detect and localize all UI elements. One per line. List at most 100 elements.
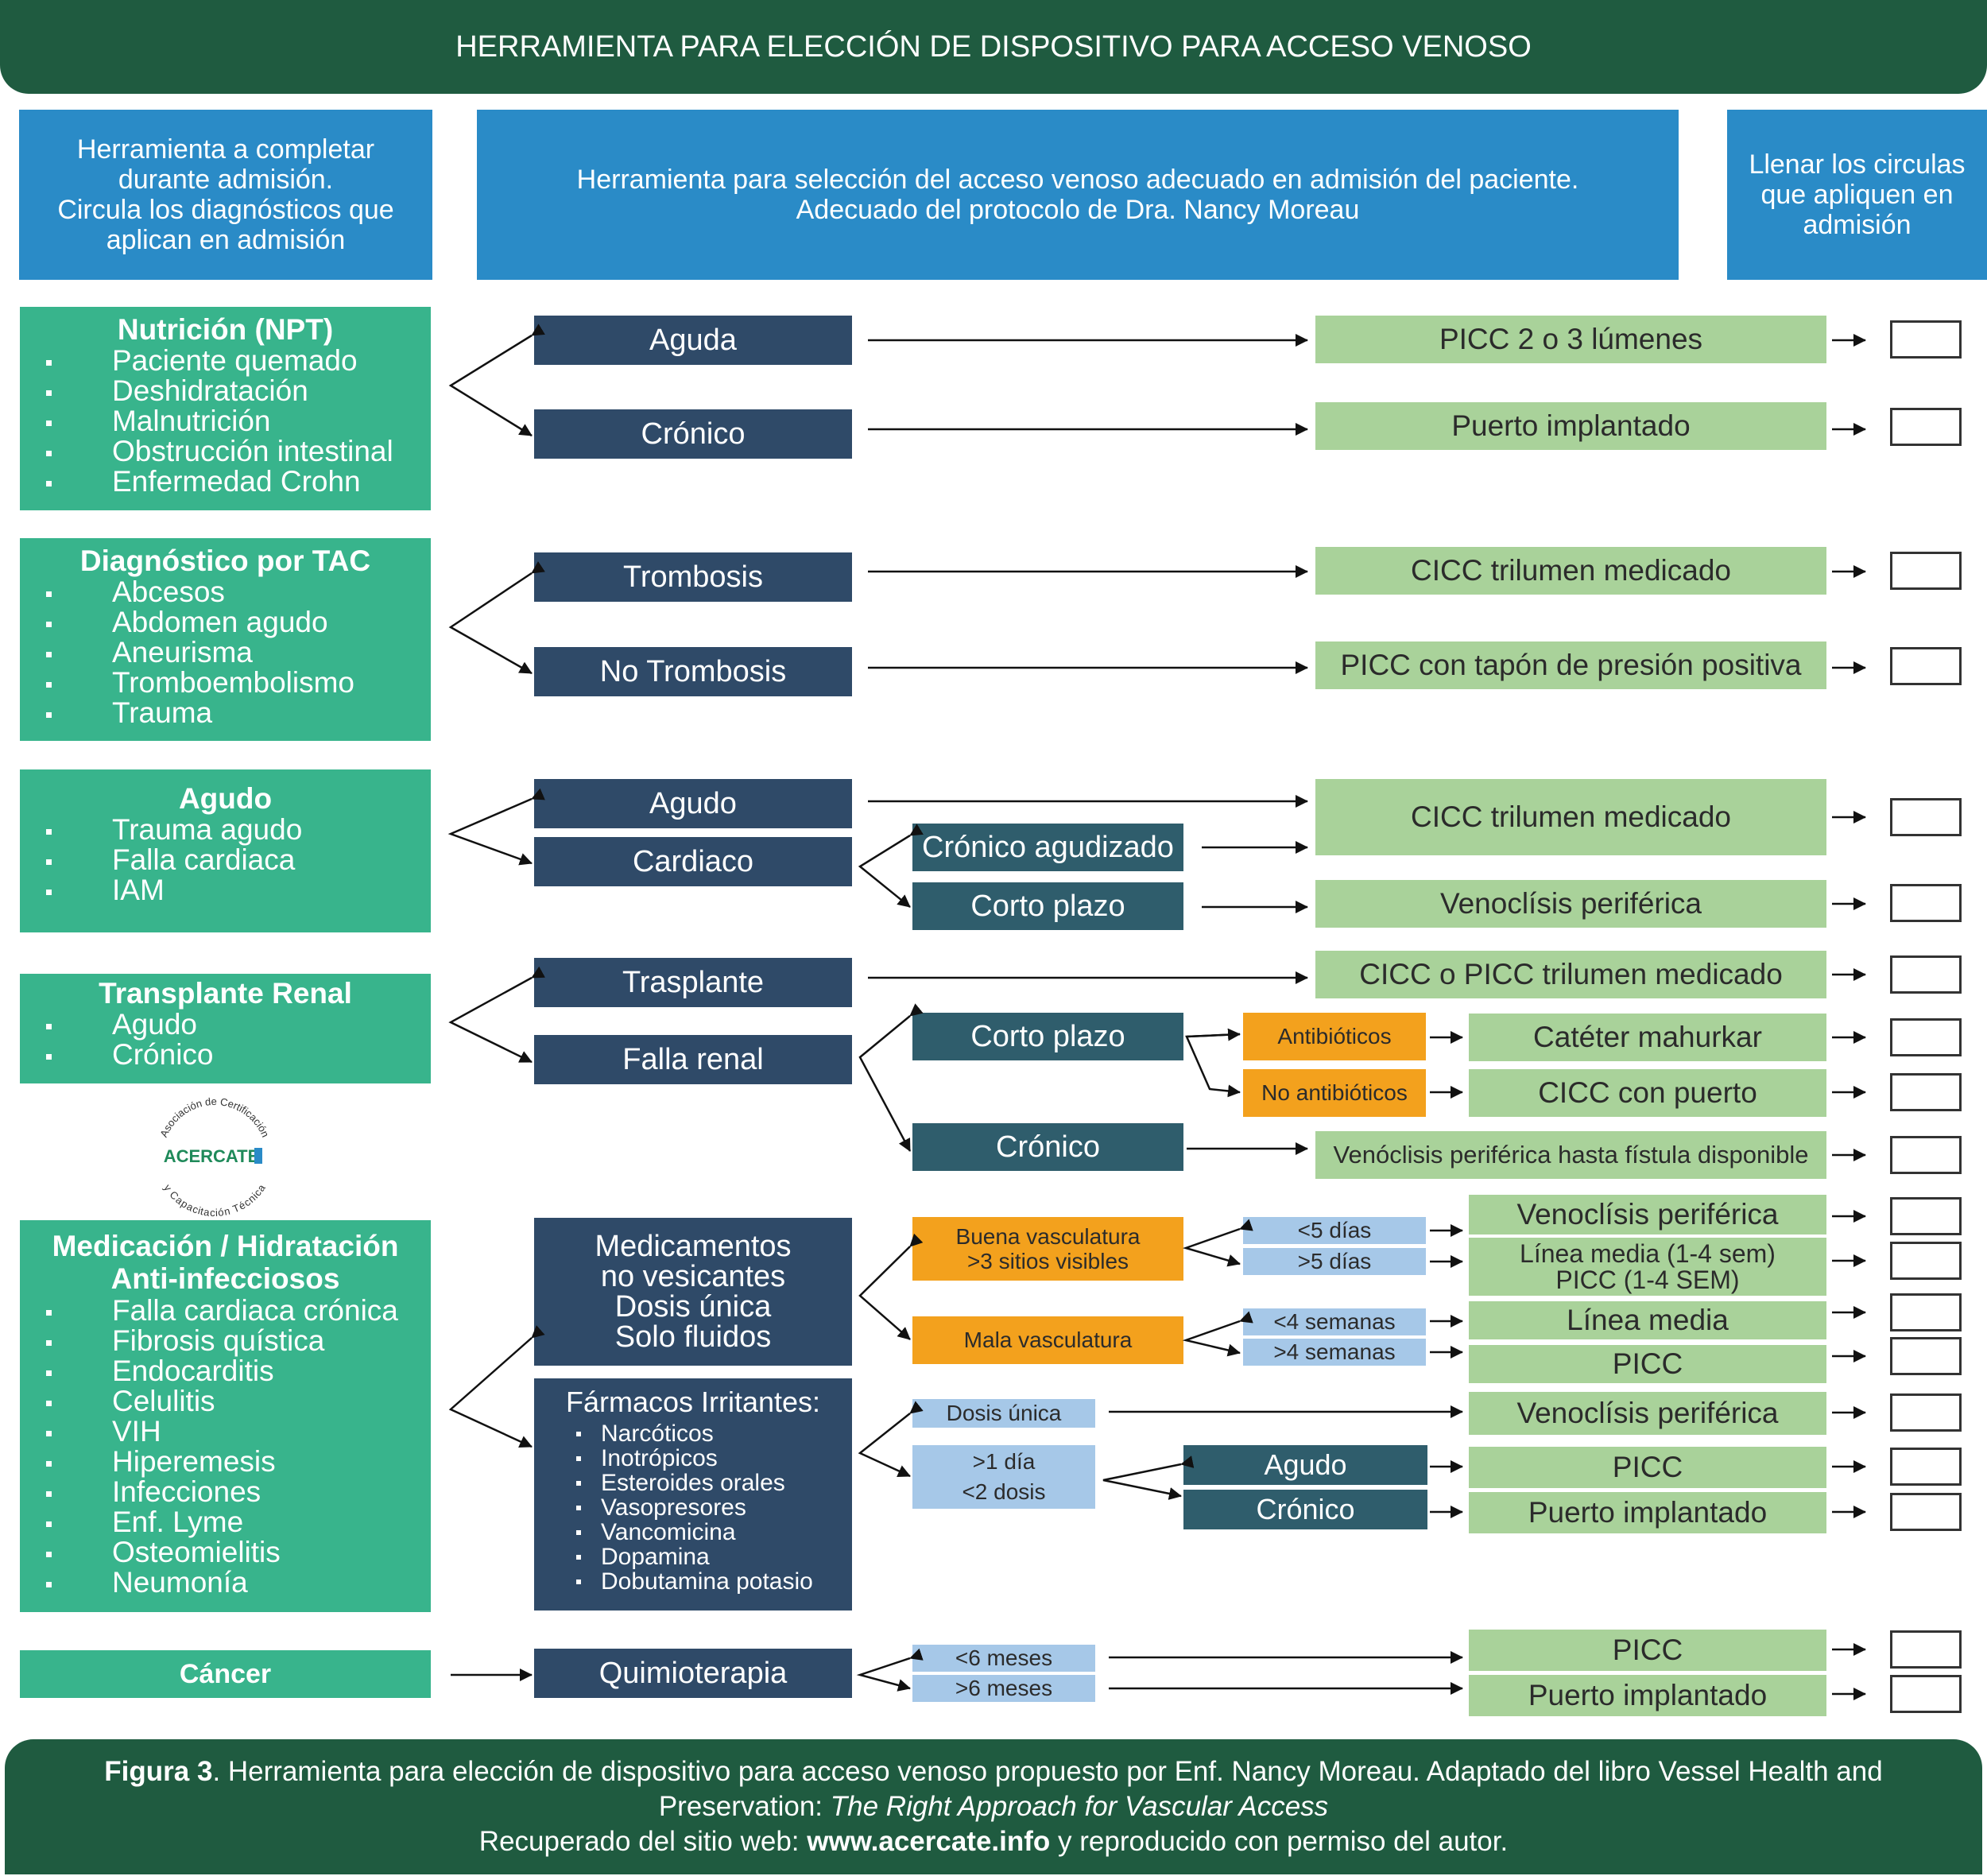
diagnosis-cancer[interactable]: Cáncer bbox=[20, 1650, 431, 1698]
header-right: Llenar los circulas que apliquen en admi… bbox=[1727, 110, 1987, 280]
diagnosis-item[interactable]: Neumonía bbox=[29, 1567, 421, 1598]
diagnosis-item[interactable]: Obstrucción intestinal bbox=[29, 436, 421, 467]
diagnosis-item[interactable]: Aneurisma bbox=[29, 638, 421, 668]
device-label: Venoclísis periférica bbox=[1516, 1198, 1779, 1231]
diagnosis-item[interactable]: Hiperemesis bbox=[29, 1446, 421, 1477]
diagnosis-renal[interactable]: Transplante Renal Agudo Crónico bbox=[20, 974, 431, 1083]
diagnosis-item[interactable]: Paciente quemado bbox=[29, 346, 421, 376]
category-trombosis[interactable]: Trombosis bbox=[534, 552, 852, 602]
category-no-trombosis[interactable]: No Trombosis bbox=[534, 647, 852, 696]
device-puerto-implantado: Puerto implantado bbox=[1315, 402, 1826, 450]
sub-no-antibioticos[interactable]: No antibióticos bbox=[1243, 1069, 1426, 1117]
diagnosis-item[interactable]: Trauma bbox=[29, 698, 421, 728]
diagnosis-item[interactable]: Endocarditis bbox=[29, 1355, 421, 1386]
diagnosis-item[interactable]: Agudo bbox=[29, 1010, 421, 1040]
checkbox-device[interactable] bbox=[1890, 1197, 1962, 1235]
category-cronico[interactable]: Crónico bbox=[534, 409, 852, 459]
category-no-vesicantes[interactable]: Medicamentos no vesicantes Dosis única S… bbox=[534, 1218, 852, 1366]
device-picc-quimio: PICC bbox=[1469, 1630, 1826, 1671]
checkbox-device[interactable] bbox=[1890, 1018, 1962, 1056]
checkbox-device[interactable] bbox=[1890, 1493, 1962, 1531]
website-link[interactable]: www.acercate.info bbox=[807, 1826, 1051, 1857]
sub-mas-5-dias[interactable]: >5 días bbox=[1243, 1248, 1426, 1275]
category-aguda[interactable]: Aguda bbox=[534, 316, 852, 365]
diagnosis-item[interactable]: Fibrosis quística bbox=[29, 1325, 421, 1356]
diagnosis-agudo[interactable]: Agudo Trauma agudo Falla cardiaca IAM bbox=[20, 769, 431, 932]
diagnosis-item[interactable]: Enf. Lyme bbox=[29, 1506, 421, 1537]
checkbox-device[interactable] bbox=[1890, 1337, 1962, 1375]
caption-line-1: Figura 3. Herramienta para elección de d… bbox=[104, 1754, 1882, 1789]
sub-dosis-unica[interactable]: Dosis única bbox=[912, 1399, 1095, 1428]
checkbox-device[interactable] bbox=[1890, 884, 1962, 922]
caption-line-3: Recuperado del sitio web: www.acercate.i… bbox=[479, 1824, 1508, 1859]
diagnosis-item[interactable]: Osteomielitis bbox=[29, 1537, 421, 1568]
diagnosis-item[interactable]: Malnutrición bbox=[29, 406, 421, 436]
checkbox-device[interactable] bbox=[1890, 1293, 1962, 1331]
device-label: PICC (1-4 SEM) bbox=[1555, 1265, 1740, 1294]
checkbox-device[interactable] bbox=[1890, 320, 1962, 359]
irritant-item: Narcóticos bbox=[534, 1421, 852, 1446]
diagnosis-item[interactable]: Abcesos bbox=[29, 577, 421, 607]
checkbox-device[interactable] bbox=[1890, 647, 1962, 685]
caption-text: Preservation: bbox=[658, 1791, 831, 1822]
diagnosis-item[interactable]: Abdomen agudo bbox=[29, 607, 421, 638]
device-puerto-quimio: Puerto implantado bbox=[1469, 1675, 1826, 1716]
sub-mas-6-meses[interactable]: >6 meses bbox=[912, 1675, 1095, 1702]
diagnosis-item[interactable]: Falla cardiaca crónica bbox=[29, 1295, 421, 1326]
checkbox-device[interactable] bbox=[1890, 1242, 1962, 1280]
checkbox-device[interactable] bbox=[1890, 1675, 1962, 1713]
sub-buena-vasculatura[interactable]: Buena vasculatura >3 sitios visibles bbox=[912, 1217, 1183, 1281]
subcategory-label: Crónico bbox=[1256, 1492, 1355, 1525]
checkbox-device[interactable] bbox=[1890, 1630, 1962, 1669]
diagnosis-nutricion[interactable]: Nutrición (NPT) Paciente quemado Deshidr… bbox=[20, 307, 431, 510]
diagnosis-item[interactable]: Celulitis bbox=[29, 1386, 421, 1417]
checkbox-device[interactable] bbox=[1890, 408, 1962, 446]
device-label: PICC con tapón de presión positiva bbox=[1340, 649, 1802, 682]
diagnosis-item[interactable]: Enfermedad Crohn bbox=[29, 467, 421, 497]
sub-cronico-irritantes[interactable]: Crónico bbox=[1183, 1490, 1427, 1529]
category-falla-renal[interactable]: Falla renal bbox=[534, 1035, 852, 1084]
category-trasplante[interactable]: Trasplante bbox=[534, 958, 852, 1007]
device-label: Puerto implantado bbox=[1451, 409, 1691, 443]
sub-mas-1-dia[interactable]: >1 día <2 dosis bbox=[912, 1445, 1095, 1509]
sub-menos-6-meses[interactable]: <6 meses bbox=[912, 1645, 1095, 1672]
sub-corto-plazo-renal[interactable]: Corto plazo bbox=[912, 1013, 1183, 1060]
sub-agudo-irritantes[interactable]: Agudo bbox=[1183, 1445, 1427, 1485]
checkbox-device[interactable] bbox=[1890, 1448, 1962, 1486]
category-agudo[interactable]: Agudo bbox=[534, 779, 852, 828]
diagnosis-item[interactable]: IAM bbox=[29, 875, 421, 905]
sub-antibioticos[interactable]: Antibióticos bbox=[1243, 1013, 1426, 1060]
diagnosis-item[interactable]: Falla cardiaca bbox=[29, 845, 421, 875]
checkbox-device[interactable] bbox=[1890, 955, 1962, 994]
sub-cronico-agudizado[interactable]: Crónico agudizado bbox=[912, 824, 1183, 871]
checkbox-device[interactable] bbox=[1890, 798, 1962, 836]
category-irritantes[interactable]: Fármacos Irritantes: Narcóticos Inotrópi… bbox=[534, 1378, 852, 1610]
device-puerto-cronico: Puerto implantado bbox=[1469, 1492, 1826, 1533]
diagnosis-item[interactable]: Infecciones bbox=[29, 1476, 421, 1507]
sub-mas-4-semanas[interactable]: >4 semanas bbox=[1243, 1339, 1426, 1366]
category-label: Aguda bbox=[649, 323, 737, 357]
diagnosis-item[interactable]: Trauma agudo bbox=[29, 815, 421, 845]
diagnosis-item[interactable]: Deshidratación bbox=[29, 376, 421, 406]
category-quimioterapia[interactable]: Quimioterapia bbox=[534, 1649, 852, 1698]
sub-menos-4-semanas[interactable]: <4 semanas bbox=[1243, 1308, 1426, 1335]
category-label: Trasplante bbox=[622, 965, 765, 999]
sub-corto-plazo-cardiaco[interactable]: Corto plazo bbox=[912, 882, 1183, 930]
diagnosis-title: Diagnóstico por TAC bbox=[79, 545, 371, 577]
checkbox-device[interactable] bbox=[1890, 1393, 1962, 1432]
sub-mala-vasculatura[interactable]: Mala vasculatura bbox=[912, 1316, 1183, 1364]
diagnosis-medicacion[interactable]: Medicación / Hidratación Anti-infeccioso… bbox=[20, 1220, 431, 1612]
device-label: Catéter mahurkar bbox=[1533, 1021, 1762, 1054]
category-cardiaco[interactable]: Cardiaco bbox=[534, 837, 852, 886]
diagnosis-item[interactable]: VIH bbox=[29, 1416, 421, 1447]
checkbox-device[interactable] bbox=[1890, 552, 1962, 590]
sub-menos-5-dias[interactable]: <5 días bbox=[1243, 1217, 1426, 1244]
diagnosis-title: Transplante Renal bbox=[99, 977, 352, 1010]
diagnosis-title: Anti-infecciosos bbox=[110, 1262, 340, 1296]
checkbox-device[interactable] bbox=[1890, 1073, 1962, 1111]
checkbox-device[interactable] bbox=[1890, 1136, 1962, 1174]
diagnosis-item[interactable]: Crónico bbox=[29, 1040, 421, 1070]
sub-cronico-renal[interactable]: Crónico bbox=[912, 1123, 1183, 1171]
diagnosis-item[interactable]: Tromboembolismo bbox=[29, 668, 421, 698]
diagnosis-tac[interactable]: Diagnóstico por TAC Abcesos Abdomen agud… bbox=[20, 538, 431, 741]
